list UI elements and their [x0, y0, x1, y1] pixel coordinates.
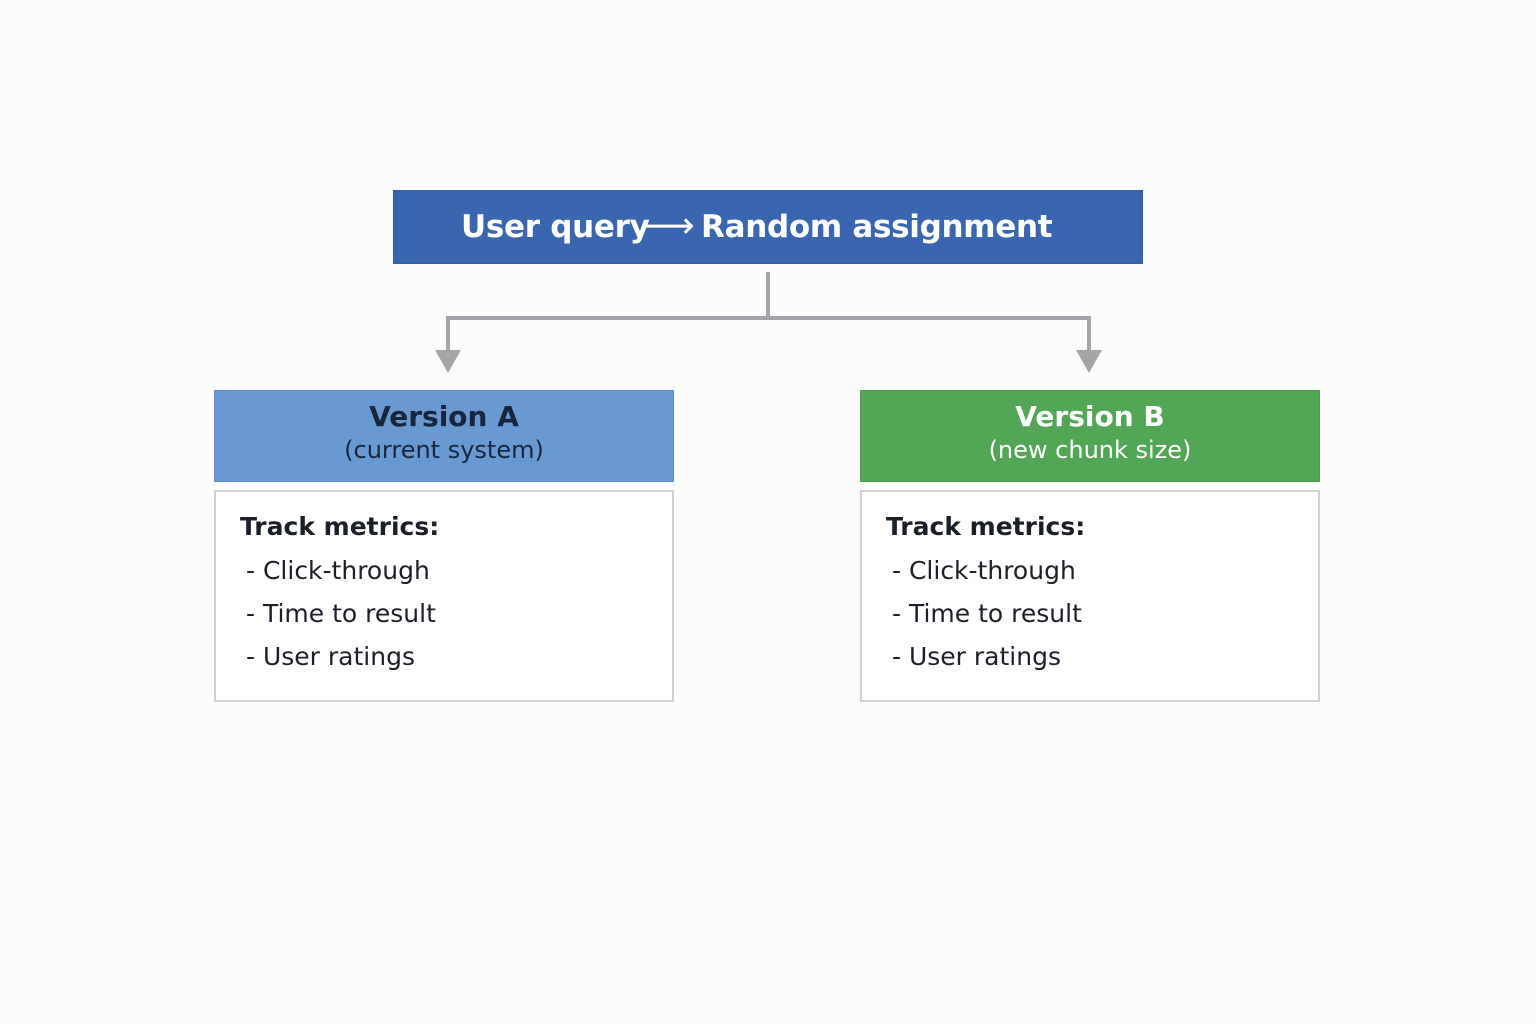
random-assignment-box: User query ⟶ Random assignment: [393, 190, 1143, 264]
version-a-subtitle: (current system): [344, 436, 544, 464]
metric-item: - User ratings: [246, 642, 415, 671]
metric-item: - User ratings: [892, 642, 1061, 671]
version-a-metrics-box: Track metrics: - Click-through - Time to…: [214, 490, 674, 702]
down-arrow-icon: [1076, 350, 1102, 373]
metric-item: - Time to result: [246, 599, 436, 628]
metrics-title: Track metrics:: [886, 512, 1086, 541]
version-a-header: Version A (current system): [214, 390, 674, 482]
version-b-subtitle: (new chunk size): [988, 436, 1192, 464]
down-arrow-icon: [435, 350, 461, 373]
version-b-header: Version B (new chunk size): [860, 390, 1320, 482]
version-b-metrics-box: Track metrics: - Click-through - Time to…: [860, 490, 1320, 702]
metric-item: - Click-through: [246, 556, 430, 585]
metric-item: - Time to result: [892, 599, 1082, 628]
metrics-title: Track metrics:: [240, 512, 440, 541]
right-arrow-icon: ⟶: [643, 205, 695, 247]
version-a-title: Version A: [369, 400, 519, 433]
random-assignment-label: Random assignment: [701, 209, 1053, 245]
metric-item: - Click-through: [892, 556, 1076, 585]
version-b-title: Version B: [1015, 400, 1165, 433]
user-query-label: User query: [461, 209, 650, 245]
